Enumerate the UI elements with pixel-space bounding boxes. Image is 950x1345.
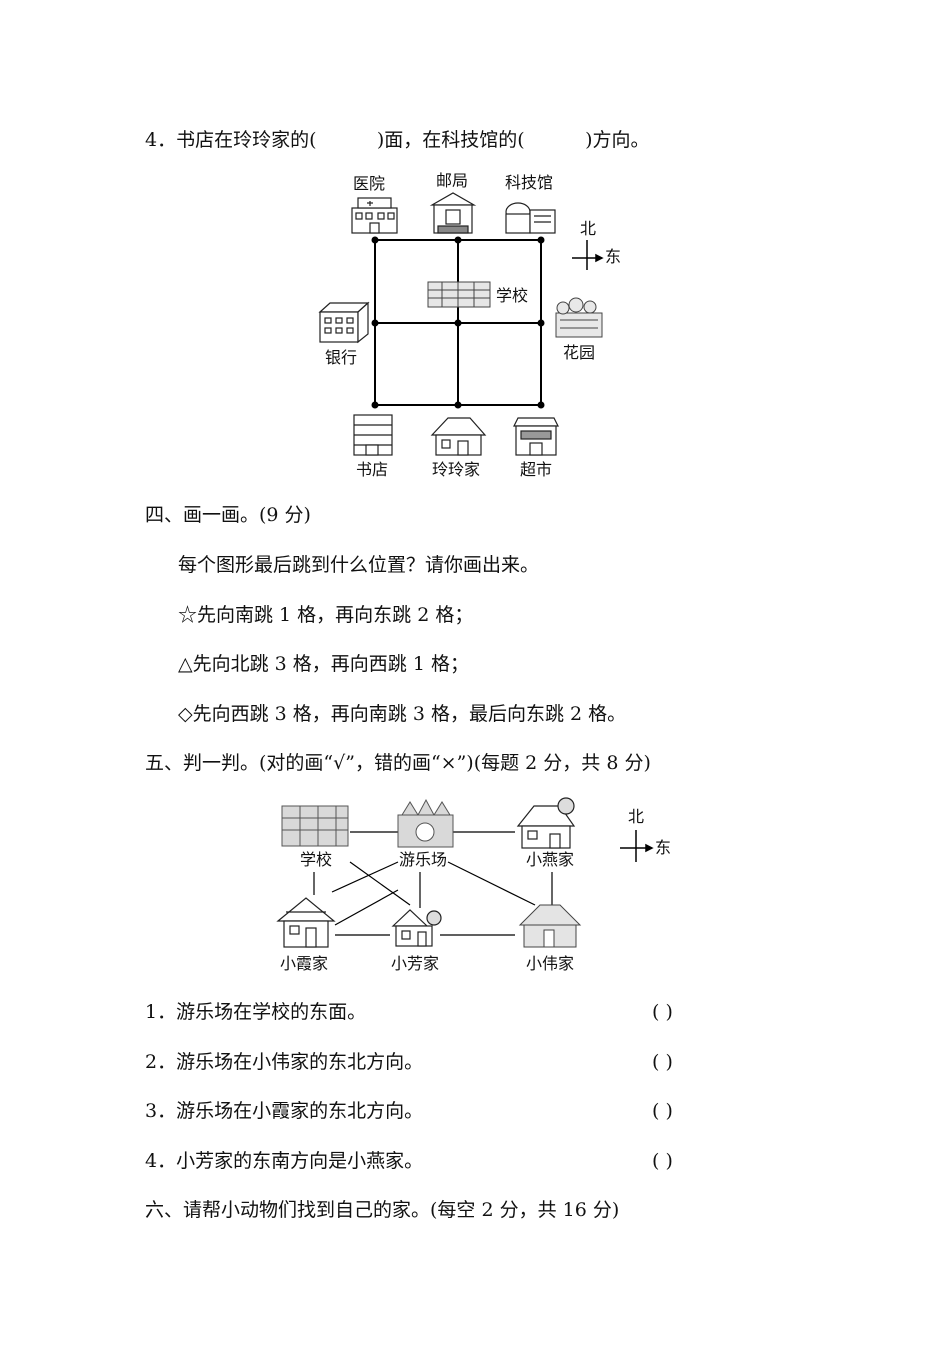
compass-1-icon [572, 240, 604, 270]
bookstore-icon [353, 414, 393, 456]
science-museum-icon [505, 202, 556, 234]
garden-icon [555, 297, 603, 338]
judge-item-2: 2．游乐场在小伟家的东北方向。 [145, 1051, 424, 1073]
answer-paren-4[interactable]: ( ) [652, 1150, 673, 1172]
post-office-icon [429, 192, 477, 234]
judge-item-4: 4．小芳家的东南方向是小燕家。 [145, 1150, 424, 1172]
xiaoxia-home-icon [276, 897, 336, 948]
label-garden: 花园 [563, 343, 596, 362]
label-bank: 银行 [325, 348, 358, 367]
judge-item-1: 1．游乐场在学校的东面。 [145, 1001, 367, 1023]
amusement-park-icon [397, 798, 454, 848]
compass-1-north: 北 [580, 219, 597, 238]
label-supermarket: 超市 [520, 460, 553, 479]
label-bookstore: 书店 [356, 460, 389, 479]
compass-2-east: 东 [655, 838, 672, 857]
section-4-heading: 四、画一画。(9 分) [145, 504, 311, 526]
diamond-instruction: ◇先向西跳 3 格，再向南跳 3 格，最后向东跳 2 格。 [178, 703, 627, 725]
bank-icon [318, 301, 370, 344]
answer-paren-3[interactable]: ( ) [652, 1100, 673, 1122]
label-hospital: 医院 [353, 174, 386, 193]
label-lingling-home: 玲玲家 [432, 460, 481, 479]
compass-1-east: 东 [605, 247, 622, 266]
label-school-2: 学校 [300, 850, 333, 869]
map-2: 学校 游乐场 小燕家 小霞家 小芳家 小伟家 北 东 [276, 797, 672, 973]
xiaowei-home-icon [518, 904, 582, 948]
answer-paren-1[interactable]: ( ) [652, 1001, 673, 1023]
star-instruction: ☆先向南跳 1 格，再向东跳 2 格； [178, 604, 474, 626]
label-xiaowei-home: 小伟家 [526, 954, 575, 973]
judge-item-3: 3．游乐场在小霞家的东北方向。 [145, 1100, 424, 1122]
school-icon [427, 281, 491, 308]
lingling-home-icon [430, 417, 487, 456]
compass-2-icon [620, 830, 654, 862]
map-2-lines [276, 797, 654, 948]
supermarket-icon [513, 417, 559, 456]
triangle-instruction: △先向北跳 3 格，再向西跳 1 格； [178, 653, 469, 675]
compass-2-north: 北 [628, 807, 645, 826]
map-1-grid [318, 192, 604, 456]
answer-paren-2[interactable]: ( ) [652, 1051, 673, 1073]
section-6-heading: 六、请帮小动物们找到自己的家。(每空 2 分，共 16 分) [145, 1199, 620, 1221]
label-xiaofang-home: 小芳家 [391, 954, 440, 973]
label-amusement-park: 游乐场 [399, 850, 448, 869]
question-4-text: 4．书店在玲玲家的( )面，在科技馆的( )方向。 [145, 129, 650, 151]
label-school: 学校 [496, 286, 529, 305]
hospital-icon [351, 197, 398, 234]
section-4-intro: 每个图形最后跳到什么位置？请你画出来。 [178, 554, 540, 576]
label-xiaoyan-home: 小燕家 [526, 850, 575, 869]
label-science-museum: 科技馆 [505, 173, 554, 192]
label-xiaoxia-home: 小霞家 [280, 954, 329, 973]
label-post-office: 邮局 [436, 171, 469, 190]
map-1: 医院 邮局 科技馆 学校 银行 花园 书店 玲玲家 超市 北 东 [0, 0, 950, 500]
school-2-icon [281, 805, 349, 847]
section-5-heading: 五、判一判。(对的画“√”，错的画“×”)(每题 2 分，共 8 分) [145, 752, 651, 774]
xiaoyan-home-icon [516, 797, 576, 849]
xiaofang-home-icon [391, 909, 442, 947]
